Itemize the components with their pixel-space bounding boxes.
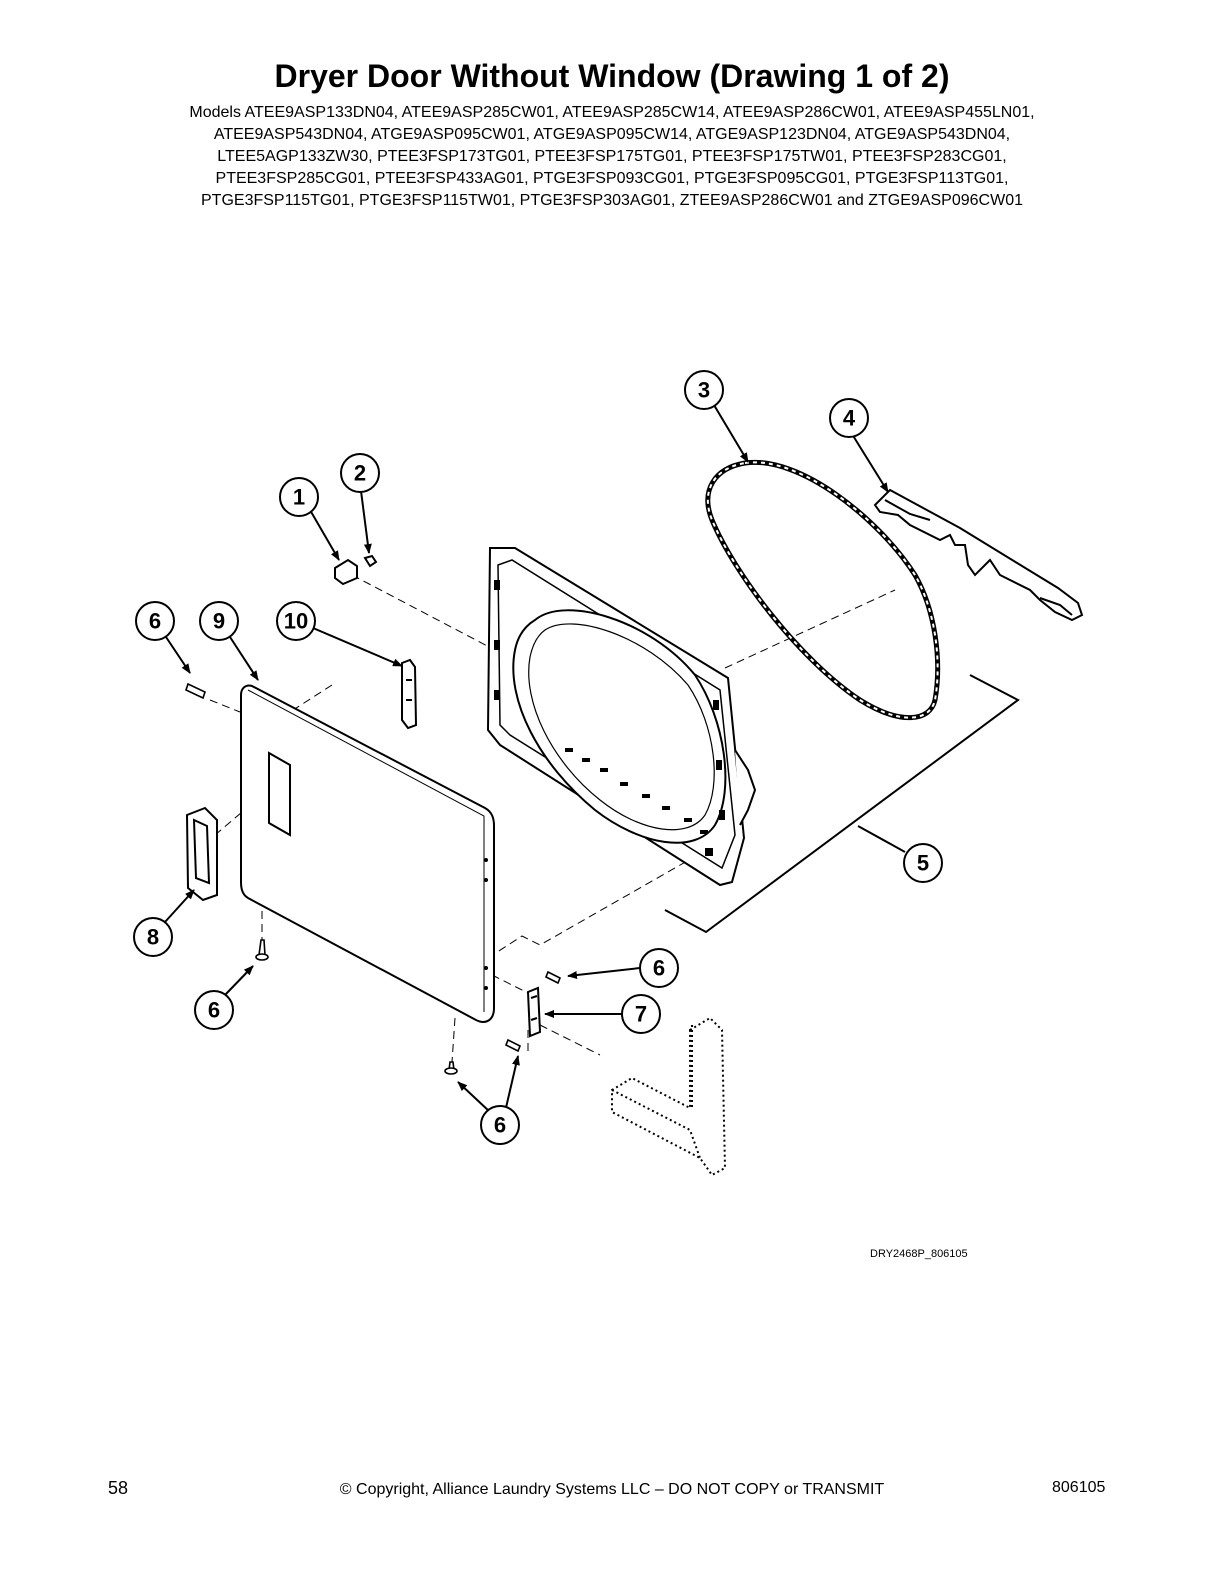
model-list: Models ATEE9ASP133DN04, ATEE9ASP285CW01,… [100, 102, 1124, 212]
leader-arrows [164, 404, 889, 1113]
model-line: Models ATEE9ASP133DN04, ATEE9ASP285CW01,… [189, 104, 1035, 121]
screws [185, 682, 562, 1075]
model-line: PTGE3FSP115TG01, PTGE3FSP115TW01, PTGE3F… [201, 192, 1023, 209]
door-strike-bar [873, 488, 1084, 622]
callout-4: 4 [829, 398, 869, 438]
outer-door-panel [240, 684, 495, 1023]
callout-7: 7 [621, 994, 661, 1034]
page-title: Dryer Door Without Window (Drawing 1 of … [274, 58, 950, 94]
callout-5: 5 [903, 843, 943, 883]
callout-number: 4 [843, 406, 856, 431]
callout-number: 6 [208, 998, 220, 1023]
door-handle [185, 806, 218, 902]
model-line: PTEE3FSP285CG01, PTEE3FSP433AG01, PTGE3F… [215, 170, 1009, 187]
callout-10: 10 [276, 601, 316, 641]
callout-number: 6 [494, 1113, 506, 1138]
copyright-notice: © Copyright, Alliance Laundry Systems LL… [339, 1481, 885, 1498]
callout-6: 6 [194, 990, 234, 1030]
hinge [526, 986, 542, 1038]
callout-number: 2 [354, 461, 366, 486]
door-clip [401, 658, 418, 730]
callout-9: 9 [199, 601, 239, 641]
door-assembly-bracket [664, 674, 1020, 934]
model-line: LTEE5AGP133ZW30, PTEE3FSP173TG01, PTEE3F… [217, 148, 1007, 165]
document-number: 806105 [1052, 1479, 1106, 1496]
callout-number: 10 [284, 609, 308, 634]
drawing-id: DRY2468P_806105 [870, 1248, 968, 1260]
callout-6: 6 [480, 1105, 520, 1145]
cabinet-front-fragment [611, 1016, 727, 1177]
door-gasket [705, 459, 941, 721]
callout-2: 2 [340, 453, 380, 493]
callout-number: 9 [213, 609, 225, 634]
callout-labels: 1 2 3 4 5 6 6 6 6 7 8 9 10 [133, 370, 943, 1145]
callout-1: 1 [279, 477, 319, 517]
callout-number: 7 [635, 1002, 647, 1027]
callout-number: 3 [698, 378, 710, 403]
latch-clips [334, 554, 378, 586]
callout-number: 6 [149, 609, 161, 634]
callout-6: 6 [135, 601, 175, 641]
model-line: ATEE9ASP543DN04, ATGE9ASP095CW01, ATGE9A… [213, 126, 1011, 143]
callout-8: 8 [133, 917, 173, 957]
callout-number: 8 [147, 925, 159, 950]
callout-number: 1 [293, 485, 305, 510]
callout-3: 3 [684, 370, 724, 410]
callout-number: 6 [653, 956, 665, 981]
callout-6: 6 [639, 948, 679, 988]
page-number: 58 [108, 1478, 129, 1498]
inner-door-panel [486, 547, 757, 887]
callout-number: 5 [917, 851, 929, 876]
